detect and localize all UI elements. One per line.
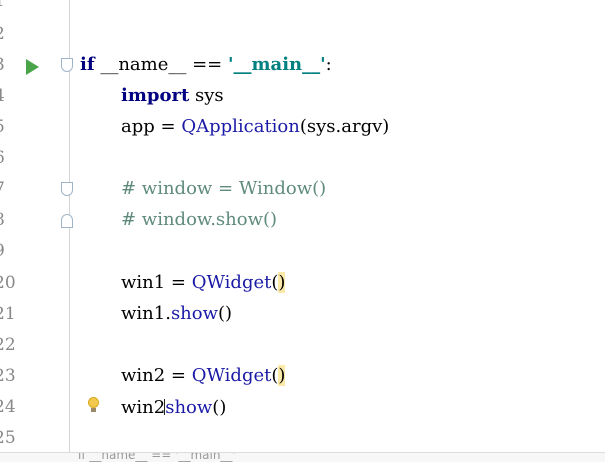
code-text: if __name__ == '__main__': bbox=[80, 53, 332, 77]
open-paren: ( bbox=[271, 365, 279, 386]
function-name: QWidget bbox=[191, 272, 272, 293]
comment: # window.show() bbox=[121, 209, 278, 230]
function-name: QApplication bbox=[181, 116, 300, 137]
name-expr: __name__ == bbox=[94, 54, 228, 75]
call-args: () bbox=[212, 397, 227, 418]
code-text: win1.show() bbox=[121, 302, 232, 326]
code-text: win2show() bbox=[121, 395, 226, 420]
lightbulb-icon[interactable] bbox=[88, 397, 99, 408]
fold-open-icon[interactable] bbox=[61, 182, 73, 196]
assignment: app = bbox=[121, 116, 182, 137]
assignment: win2 = bbox=[121, 365, 192, 386]
code-text: import sys bbox=[121, 84, 224, 108]
line-number: 8 bbox=[0, 210, 14, 230]
fold-open-icon[interactable] bbox=[61, 58, 73, 72]
line-number: 21 bbox=[0, 304, 16, 324]
code-line[interactable]: 1 bbox=[0, 0, 605, 17]
code-text: win1 = QWidget() bbox=[121, 271, 286, 295]
code-text: # window.show() bbox=[121, 208, 277, 232]
code-line[interactable]: 3 if __name__ == '__main__': bbox=[0, 50, 605, 81]
line-number: 9 bbox=[0, 241, 14, 261]
module-name: sys bbox=[189, 85, 224, 106]
code-line[interactable]: 24 win2show() bbox=[0, 392, 605, 423]
line-number: 6 bbox=[0, 148, 14, 168]
call-args: (sys.argv) bbox=[299, 116, 390, 137]
colon: : bbox=[325, 54, 332, 75]
line-number: 7 bbox=[0, 179, 14, 199]
code-line[interactable]: 8 # window.show() bbox=[0, 205, 605, 236]
close-paren: ) bbox=[278, 365, 286, 386]
line-number: 5 bbox=[0, 117, 14, 137]
close-paren: ) bbox=[278, 272, 286, 293]
code-line[interactable]: 20 win1 = QWidget() bbox=[0, 268, 605, 299]
string-literal: '__main__' bbox=[227, 54, 326, 75]
code-text: # window = Window() bbox=[121, 177, 326, 201]
line-number: 22 bbox=[0, 335, 16, 355]
code-line[interactable]: 5 app = QApplication(sys.argv) bbox=[0, 112, 605, 143]
lightbulb-base bbox=[91, 408, 96, 412]
line-number: 4 bbox=[0, 86, 14, 106]
object-ref: win2 bbox=[121, 397, 166, 418]
code-line[interactable]: 7 # window = Window() bbox=[0, 174, 605, 205]
method-name: show bbox=[165, 397, 213, 418]
line-number: 24 bbox=[0, 397, 16, 417]
line-number: 25 bbox=[0, 428, 16, 448]
run-icon[interactable] bbox=[26, 59, 39, 75]
line-number: 3 bbox=[0, 55, 14, 75]
call-args: () bbox=[218, 303, 233, 324]
code-line[interactable]: 25 bbox=[0, 423, 605, 454]
line-number: 1 bbox=[0, 0, 14, 11]
open-paren: ( bbox=[271, 272, 279, 293]
object-ref: win1. bbox=[121, 303, 171, 324]
line-number: 23 bbox=[0, 366, 16, 386]
keyword-if: if bbox=[80, 54, 95, 75]
keyword-import: import bbox=[121, 85, 190, 106]
breadcrumb-text: if __name__ == '__main__' bbox=[78, 452, 236, 462]
line-number: 20 bbox=[0, 273, 16, 293]
line-number: 2 bbox=[0, 24, 14, 44]
code-line[interactable]: 22 bbox=[0, 330, 605, 361]
breadcrumb-bar[interactable]: if __name__ == '__main__' bbox=[0, 452, 605, 462]
code-line[interactable]: 4 import sys bbox=[0, 81, 605, 112]
code-line[interactable]: 6 bbox=[0, 143, 605, 174]
fold-close-icon[interactable] bbox=[61, 214, 73, 228]
code-line[interactable]: 2 bbox=[0, 19, 605, 50]
code-line[interactable]: 9 bbox=[0, 236, 605, 267]
comment: # window = Window() bbox=[121, 178, 327, 199]
code-line[interactable]: 23 win2 = QWidget() bbox=[0, 361, 605, 392]
code-line[interactable]: 21 win1.show() bbox=[0, 299, 605, 330]
method-name: show bbox=[170, 303, 219, 324]
code-text: win2 = QWidget() bbox=[121, 364, 286, 388]
assignment: win1 = bbox=[121, 272, 192, 293]
code-text: app = QApplication(sys.argv) bbox=[121, 115, 389, 139]
function-name: QWidget bbox=[191, 365, 272, 386]
